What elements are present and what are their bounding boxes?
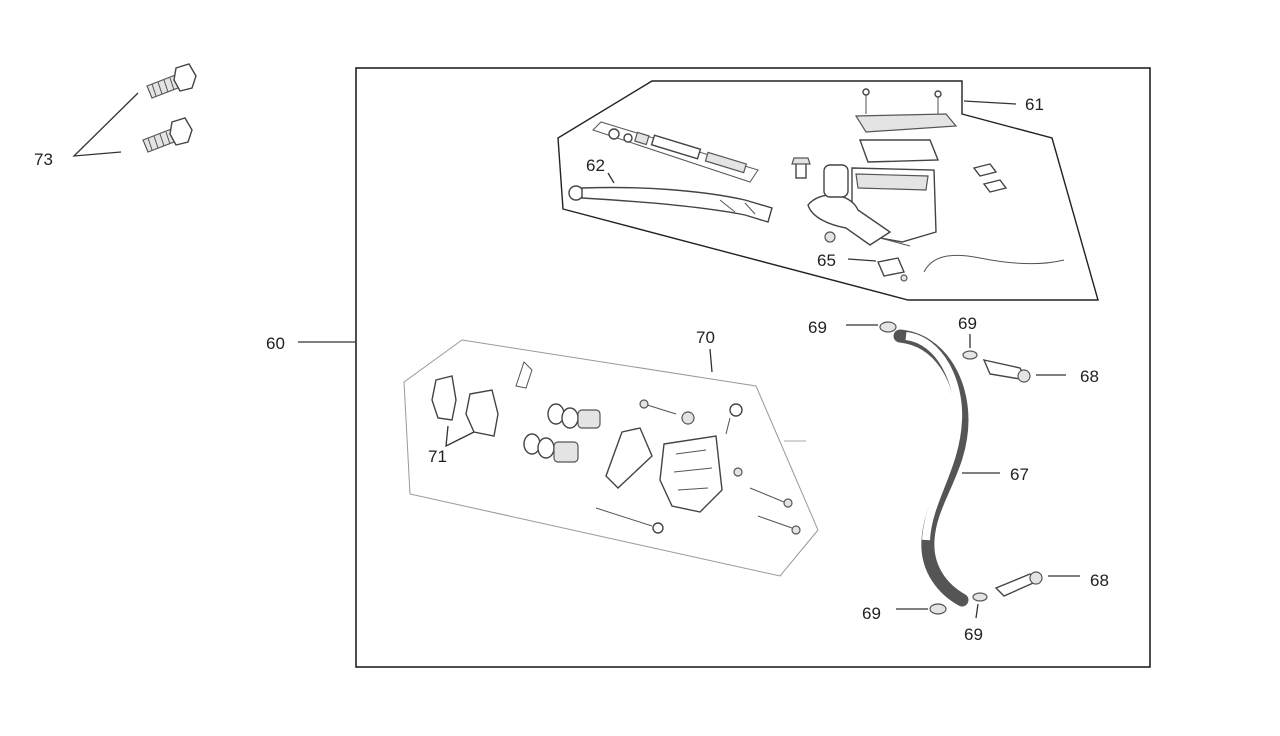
callout-69d: 69 bbox=[964, 625, 983, 644]
bolt-73-upper bbox=[146, 63, 197, 99]
brake-pads-71 bbox=[431, 375, 499, 437]
caliper-pistons bbox=[523, 403, 601, 463]
reservoir-cover-screws bbox=[862, 88, 942, 116]
callout-68a: 68 bbox=[1080, 367, 1099, 386]
brake-switch-65 bbox=[877, 257, 908, 282]
callout-61: 61 bbox=[1025, 95, 1044, 114]
callout-71: 71 bbox=[428, 447, 447, 466]
callout-60: 60 bbox=[266, 334, 285, 353]
caliper-bracket bbox=[605, 427, 653, 489]
washer-69-a bbox=[879, 321, 897, 333]
washer-69-d bbox=[972, 592, 988, 602]
leader-69d bbox=[975, 603, 979, 619]
callout-69b: 69 bbox=[958, 314, 977, 333]
pad-spring bbox=[515, 361, 533, 389]
piston-kit-parts bbox=[592, 121, 759, 183]
callout-73: 73 bbox=[34, 150, 53, 169]
switch-wire bbox=[923, 254, 1065, 273]
callout-67: 67 bbox=[1010, 465, 1029, 484]
leader-73 bbox=[72, 92, 139, 157]
brake-lever-62 bbox=[568, 185, 773, 223]
leader-61 bbox=[963, 100, 1017, 105]
clamp-screws bbox=[972, 163, 1008, 193]
reservoir-diaphragm bbox=[859, 139, 940, 163]
washer-69-b bbox=[962, 350, 978, 360]
leader-71 bbox=[445, 425, 475, 448]
banjo-bolt-68-lower bbox=[994, 571, 1043, 597]
assembly-frame bbox=[355, 67, 1151, 668]
caliper-panel bbox=[403, 339, 819, 577]
leader-65 bbox=[847, 258, 877, 262]
reservoir-cover-plate bbox=[854, 113, 958, 133]
leader-62 bbox=[607, 172, 615, 184]
callout-69a: 69 bbox=[808, 318, 827, 337]
master-cylinder-panel bbox=[557, 80, 1099, 301]
pivot-nut bbox=[824, 231, 836, 243]
washer-69-c bbox=[929, 603, 947, 615]
banjo-bolt-68-upper bbox=[982, 359, 1031, 383]
caliper-body bbox=[659, 435, 723, 513]
brake-hose-core bbox=[905, 332, 963, 541]
callout-65: 65 bbox=[817, 251, 836, 270]
callout-62: 62 bbox=[586, 156, 605, 175]
bolt-73-lower bbox=[142, 117, 193, 153]
master-cylinder-body bbox=[807, 164, 937, 247]
pivot-bolt bbox=[791, 157, 811, 179]
callout-70: 70 bbox=[696, 328, 715, 347]
leader-70 bbox=[709, 348, 713, 373]
callout-68b: 68 bbox=[1090, 571, 1109, 590]
caliper-pins bbox=[595, 399, 801, 535]
callout-69c: 69 bbox=[862, 604, 881, 623]
